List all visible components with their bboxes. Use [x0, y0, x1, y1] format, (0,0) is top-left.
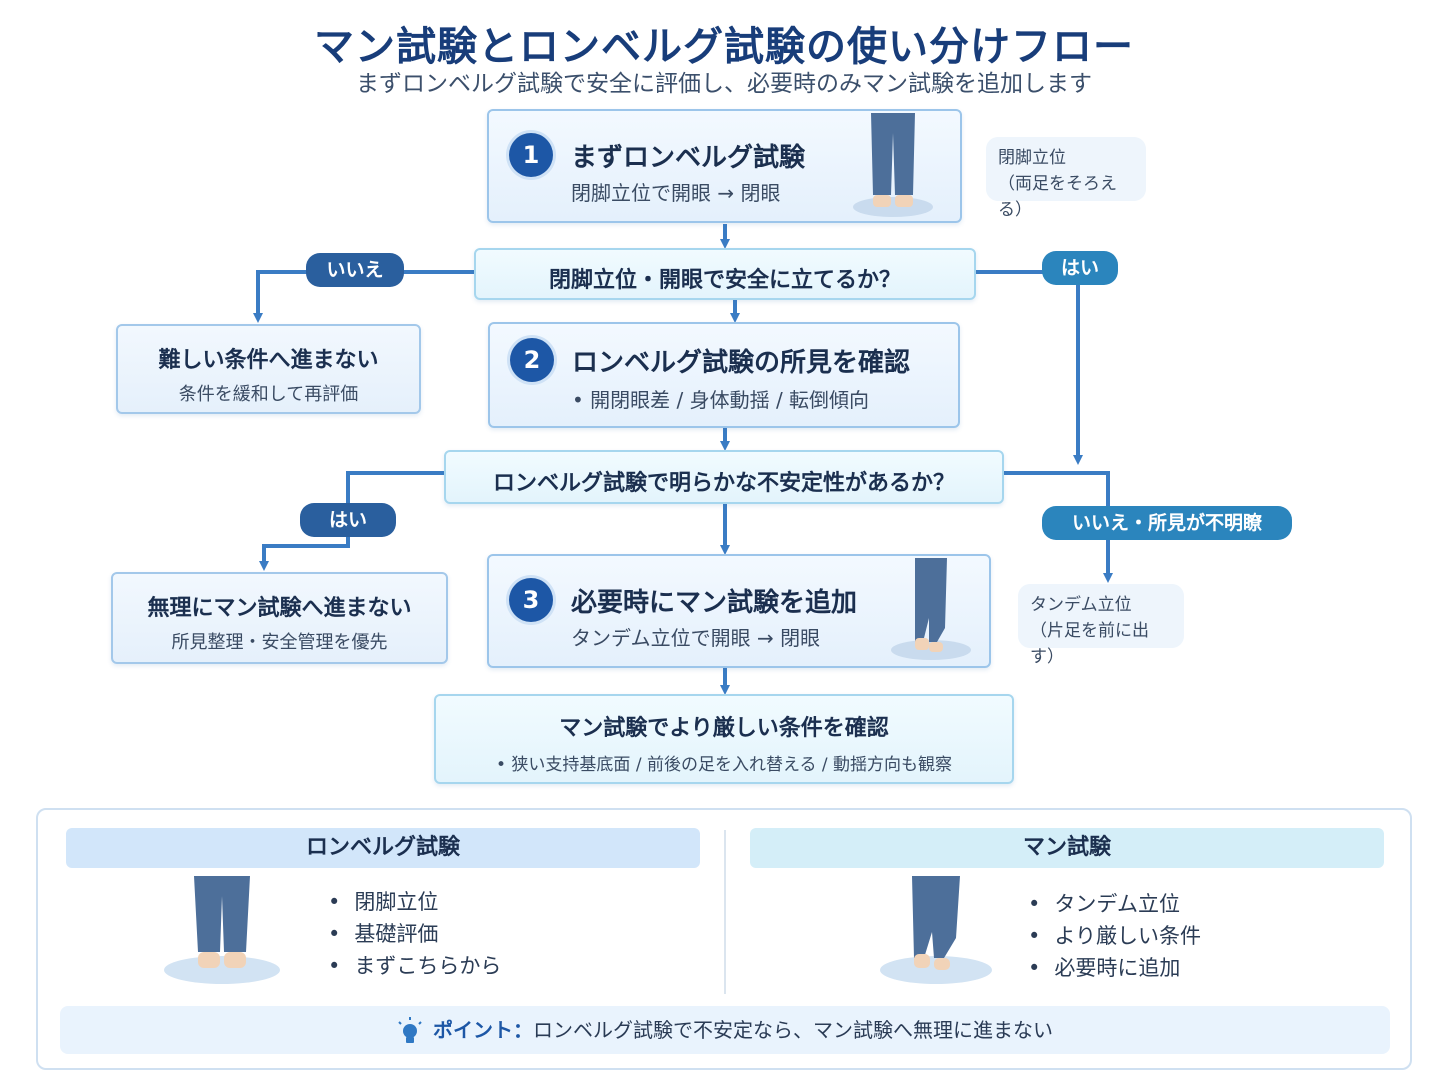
q1-no-label: いいえ — [306, 253, 404, 287]
legs-tandem-icon — [880, 876, 992, 984]
fail1-box: 難しい条件へ進まない 条件を緩和して再評価 — [116, 324, 421, 414]
question1-text: 閉脚立位・開眼で安全に立てるか？ — [548, 268, 901, 293]
step2-box: 2 ロンベルグ試験の所見を確認 • 開閉眼差 / 身体動揺 / 転倒傾向 — [488, 322, 960, 428]
question2-box: ロンベルグ試験で明らかな不安定性があるか？ — [444, 450, 1004, 504]
legend-right-item: 必要時に追加 — [1028, 952, 1201, 984]
step3-title: 必要時にマン試験を追加 — [571, 588, 858, 618]
fail2-title: 無理にマン試験へ進まない — [147, 596, 412, 621]
point-label: ポイント： — [433, 1018, 533, 1042]
step1-title: まずロンベルグ試験 — [571, 143, 806, 173]
legend-right-item: より厳しい条件 — [1028, 920, 1201, 952]
final-subtitle: • 狭い支持基底面 / 前後の足を入れ替える / 動揺方向も観察 — [496, 755, 952, 775]
legend-left-title: ロンベルグ試験 — [66, 828, 700, 868]
step2-subtitle: • 開閉眼差 / 身体動揺 / 転倒傾向 — [572, 388, 870, 412]
step1-note-line1: 閉脚立位 — [998, 148, 1066, 168]
page-title: マン試験とロンベルグ試験の使い分けフロー — [314, 24, 1134, 70]
q2-no-label: いいえ・所見が不明瞭 — [1042, 506, 1292, 540]
legend-left-item: 基礎評価 — [328, 918, 501, 950]
q2-yes-label: はい — [300, 503, 396, 537]
step1-note: 閉脚立位 （両足をそろえる） — [986, 137, 1146, 220]
legend-left-item: 閉脚立位 — [328, 886, 501, 918]
legend-divider — [724, 830, 726, 994]
point-text: ロンベルグ試験で不安定なら、マン試験へ無理に進まない — [533, 1018, 1053, 1042]
fail2-subtitle: 所見整理・安全管理を優先 — [171, 632, 388, 653]
step2-title: ロンベルグ試験の所見を確認 — [572, 348, 911, 378]
legs-together-icon — [853, 113, 933, 217]
legend-right-title: マン試験 — [750, 828, 1384, 868]
step1-number: 1 — [509, 133, 553, 177]
point-banner: ポイント：ロンベルグ試験で不安定なら、マン試験へ無理に進まない — [60, 1006, 1390, 1054]
arrow-q1-yes — [976, 270, 1083, 465]
legend-panel: ロンベルグ試験 閉脚立位 基礎評価 まずこちらから マン試験 タンデム立位 より… — [36, 808, 1412, 1070]
step2-number: 2 — [510, 338, 554, 382]
step3-note-line1: タンデム立位 — [1030, 595, 1132, 615]
step3-number: 3 — [509, 578, 553, 622]
final-title: マン試験でより厳しい条件を確認 — [559, 716, 889, 741]
step3-note-line2: （片足を前に出す） — [1030, 621, 1149, 667]
lightbulb-icon — [398, 1016, 422, 1043]
fail2-box: 無理にマン試験へ進まない 所見整理・安全管理を優先 — [111, 572, 448, 664]
step3-box: 3 必要時にマン試験を追加 タンデム立位で開眼 → 閉眼 — [487, 554, 991, 668]
question1-box: 閉脚立位・開眼で安全に立てるか？ — [474, 248, 976, 300]
step1-box: 1 まずロンベルグ試験 閉脚立位で開眼 → 閉眼 — [487, 109, 962, 223]
legend-right-item: タンデム立位 — [1028, 888, 1201, 920]
question2-text: ロンベルグ試験で明らかな不安定性があるか？ — [492, 471, 955, 496]
legend-left-list: 閉脚立位 基礎評価 まずこちらから — [328, 886, 501, 982]
fail1-subtitle: 条件を緩和して再評価 — [178, 384, 359, 405]
legs-tandem-icon — [891, 558, 971, 660]
final-box: マン試験でより厳しい条件を確認 • 狭い支持基底面 / 前後の足を入れ替える /… — [434, 694, 1014, 784]
step3-subtitle: タンデム立位で開眼 → 閉眼 — [571, 626, 821, 650]
q1-yes-label: はい — [1042, 251, 1118, 285]
legs-together-icon — [164, 876, 280, 984]
step1-note-line2: （両足をそろえる） — [998, 174, 1117, 220]
page-subtitle: まずロンベルグ試験で安全に評価し、必要時のみマン試験を追加します — [356, 71, 1092, 97]
legend-left-item: まずこちらから — [328, 950, 501, 982]
step1-subtitle: 閉脚立位で開眼 → 閉眼 — [571, 181, 781, 205]
fail1-title: 難しい条件へ進まない — [158, 348, 379, 373]
legend-right-list: タンデム立位 より厳しい条件 必要時に追加 — [1028, 888, 1201, 984]
step3-note: タンデム立位 （片足を前に出す） — [1018, 584, 1184, 667]
